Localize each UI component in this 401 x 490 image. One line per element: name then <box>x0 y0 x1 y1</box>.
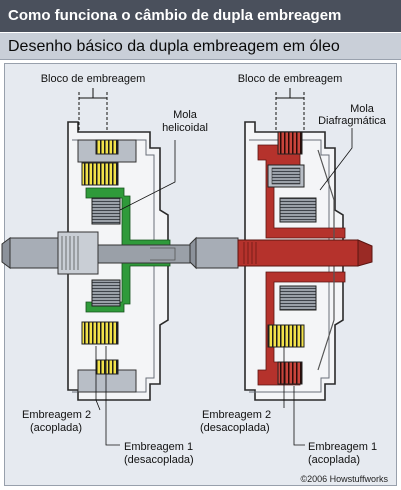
left-emb2-label-line1: Embreagem 2 <box>22 409 91 421</box>
left-clutch2-bottom <box>96 360 118 374</box>
right-emb2-label-line2: (desacoplada) <box>200 422 270 434</box>
right-clutch2-bottom <box>268 325 304 347</box>
right-spring-top <box>280 198 316 222</box>
right-emb2-label-line1: Embreagem 2 <box>202 409 271 421</box>
right-mola-label-line1: Mola <box>350 103 375 115</box>
right-bloco-label: Bloco de embreagem <box>238 73 343 85</box>
left-spring-top <box>92 198 120 224</box>
left-emb2-label-line2: (acoplada) <box>30 422 82 434</box>
left-mola-label-line2: helicoidal <box>162 122 208 134</box>
right-clutch-assembly <box>190 88 372 445</box>
right-mola-label-line2: Diafragmática <box>318 115 387 127</box>
right-spring-bottom <box>280 286 316 310</box>
left-bloco-label: Bloco de embreagem <box>41 73 146 85</box>
right-input-shaft <box>196 238 238 268</box>
right-clutch1-bottom <box>278 362 302 384</box>
left-emb1-label-line2: (desacoplada) <box>124 454 194 466</box>
left-spring-bottom <box>92 280 120 306</box>
left-mola-label-line1: Mola <box>173 109 198 121</box>
left-clutch-assembly <box>2 88 190 445</box>
right-clutch1-top <box>278 132 302 154</box>
right-emb1-label-line1: Embreagem 1 <box>308 441 377 453</box>
left-input-shaft <box>10 238 58 268</box>
left-clutch2-top <box>96 140 118 154</box>
right-emb1-label-line2: (acoplada) <box>308 454 360 466</box>
left-emb1-label-line1: Embreagem 1 <box>124 441 193 453</box>
left-clutch1-bottom <box>82 322 118 344</box>
left-output-shaft <box>98 245 190 263</box>
copyright-text: ©2006 Howstuffworks <box>300 474 388 484</box>
left-clutch1-top <box>82 163 118 185</box>
